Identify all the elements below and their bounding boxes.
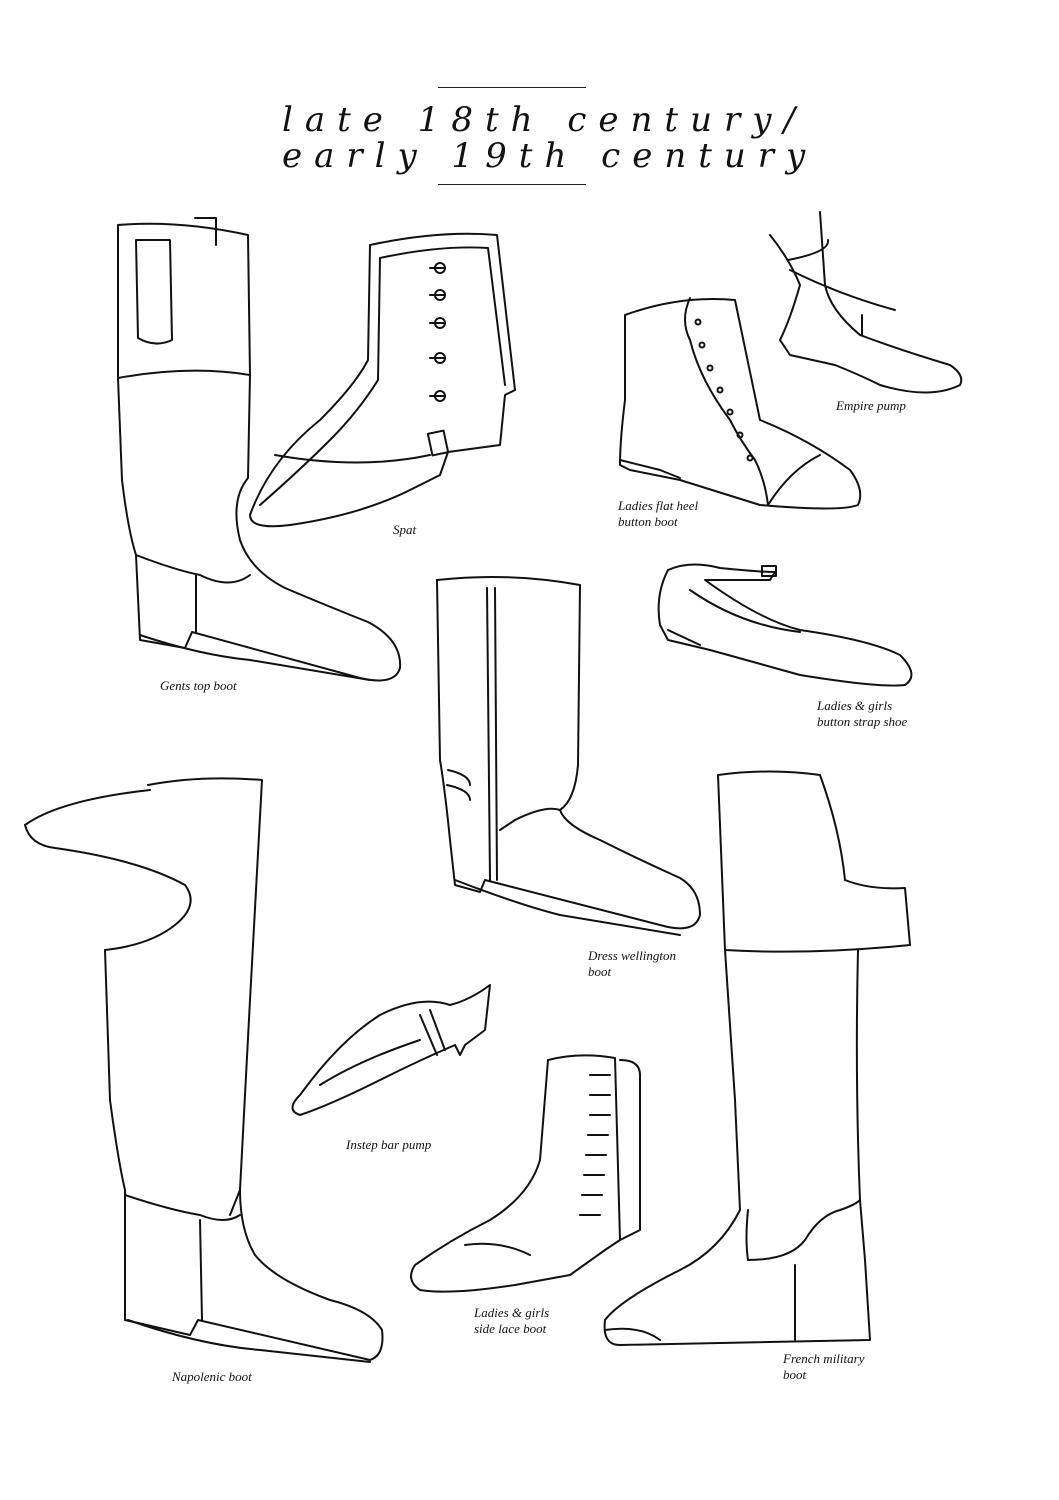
caption-french-military-line-2: boot bbox=[783, 1367, 807, 1382]
caption-empire-pump: Empire pump bbox=[836, 398, 906, 413]
title-rule-top bbox=[438, 87, 586, 88]
page-title-line-1: late 18th century/ bbox=[282, 100, 807, 140]
ladies-flat-heel-button-boot-drawing bbox=[619, 297, 862, 510]
caption-side-lace-line-1: Ladies & girls bbox=[474, 1305, 550, 1320]
caption-ladies-flat-heel-line-1: Ladies flat heel bbox=[618, 498, 699, 513]
caption-side-lace-line-2: side lace boot bbox=[474, 1321, 547, 1336]
dress-wellington-boot-drawing bbox=[436, 575, 701, 936]
title-rule-bottom bbox=[438, 184, 586, 185]
button-strap-shoe-drawing bbox=[657, 563, 913, 687]
side-lace-boot-drawing bbox=[410, 1054, 641, 1293]
caption-french-military-line-1: French military bbox=[783, 1351, 865, 1366]
caption-napolenic-boot: Napolenic boot bbox=[172, 1369, 252, 1384]
page-title-line-2: early 19th century bbox=[282, 136, 818, 176]
gents-top-boot-drawing bbox=[117, 217, 402, 682]
caption-button-strap-line-1: Ladies & girls bbox=[817, 698, 893, 713]
spat-drawing bbox=[249, 232, 516, 528]
caption-ladies-flat-heel-line-2: button boot bbox=[618, 514, 678, 529]
caption-instep-bar-pump: Instep bar pump bbox=[346, 1137, 432, 1152]
caption-gents-top-boot: Gents top boot bbox=[160, 678, 237, 693]
instep-bar-pump-drawing bbox=[291, 984, 491, 1116]
caption-spat: Spat bbox=[393, 522, 417, 537]
caption-button-strap-line-2: button strap shoe bbox=[817, 714, 908, 729]
napolenic-boot-drawing bbox=[24, 777, 384, 1363]
caption-dress-wellington-line-2: boot bbox=[588, 964, 612, 979]
empire-pump-drawing bbox=[769, 211, 963, 394]
caption-dress-wellington-line-1: Dress wellington bbox=[588, 948, 676, 963]
french-military-boot-drawing bbox=[603, 770, 911, 1346]
